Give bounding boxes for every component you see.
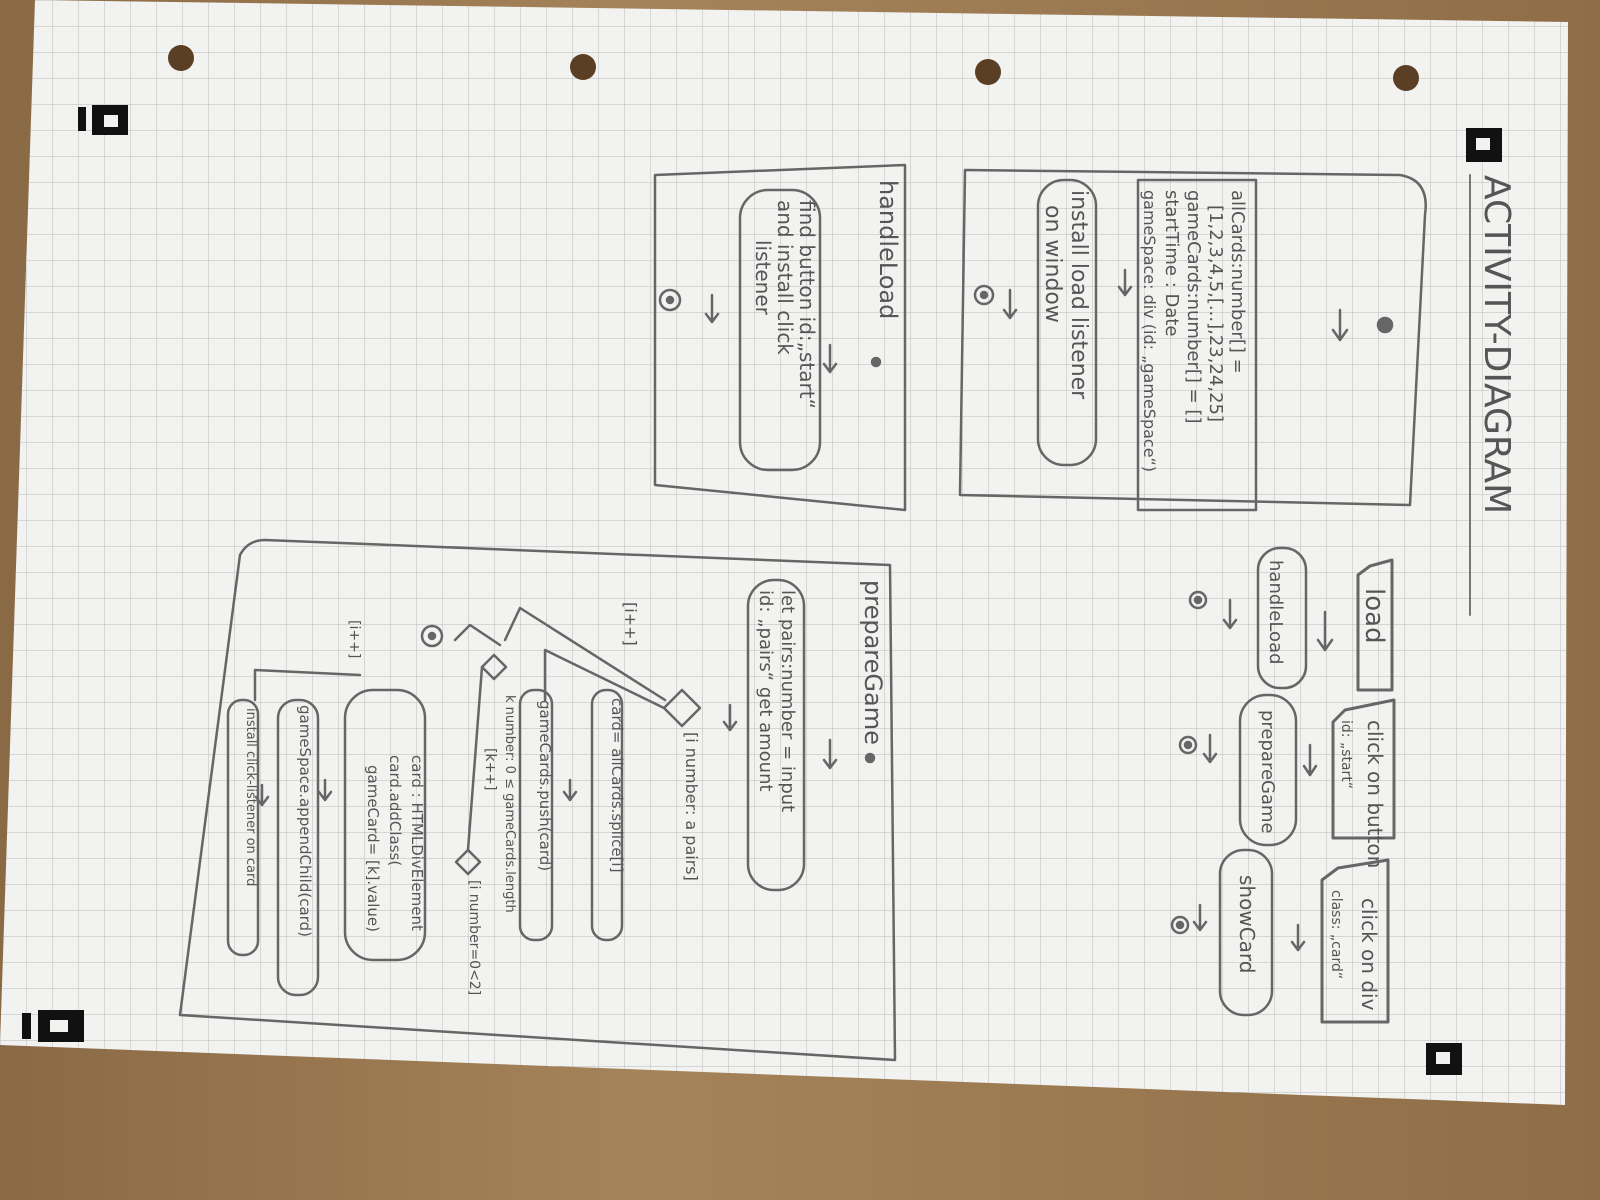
card-splice-label: card= allCards.splice[i]: [608, 698, 626, 872]
loop-k-cond: k number: 0 ≤ gameCards.length: [502, 695, 517, 913]
install-click-label: install click-listener on card: [243, 708, 258, 886]
end-node-icon: [420, 624, 444, 648]
guard-pairs: [i number: a pairs]: [682, 732, 701, 881]
create-card-line-2: card.addClass(: [386, 755, 404, 866]
event-click-button-signal: [1331, 698, 1396, 840]
event-click-button-label: click on button: [1363, 720, 1387, 868]
find-button-line-1: find button id:„start“: [795, 200, 819, 409]
end-node-icon: [1170, 915, 1190, 935]
action-let-pairs: [746, 578, 806, 892]
end-node-icon: [1188, 590, 1208, 610]
globals-line-4: startTime : Date: [1161, 190, 1182, 337]
create-card-line-1: card : HTMLDivElement: [408, 755, 426, 931]
globals-line-1: allCards:number[] =: [1227, 190, 1248, 374]
action-install-click: [226, 698, 260, 957]
action-showCard-label: showCard: [1235, 875, 1259, 973]
inc-i-2: [i++]: [346, 620, 362, 658]
action-prepareGame-label: prepareGame: [1257, 710, 1278, 834]
event-click-div-detail: class: „card“: [1328, 890, 1344, 979]
corner-marker-icon: [1466, 128, 1502, 162]
corner-marker-icon: [22, 1010, 84, 1042]
corner-marker-icon: [78, 105, 128, 135]
action-create-card: [343, 688, 427, 962]
push-label: gameCards.push(card): [536, 700, 554, 871]
globals-line-3: gameCards:number[] = []: [1183, 190, 1204, 423]
install-load-line-1: install load listener: [1066, 190, 1091, 400]
event-click-div-label: click on div: [1357, 898, 1381, 1011]
action-push: [518, 688, 554, 942]
event-load-label: load: [1359, 588, 1389, 644]
find-button-line-3: listener: [751, 240, 775, 316]
start-node-icon: [864, 752, 876, 764]
action-showCard: [1218, 848, 1274, 1017]
event-click-button-detail: id: „start“: [1338, 720, 1354, 789]
let-pairs-line-2: id: „pairs“ get amount: [755, 590, 776, 792]
guard-end: [i number=0<2]: [466, 880, 482, 995]
action-handleLoad-label: handleLoad: [1265, 560, 1286, 665]
handleLoad-title: handleLoad: [874, 180, 902, 319]
action-card-splice: [590, 688, 624, 942]
corner-marker-icon: [1426, 1043, 1462, 1075]
end-node-icon: [973, 284, 995, 306]
inc-i-1: [i++]: [621, 602, 640, 646]
start-node-icon: [1376, 316, 1394, 334]
action-install-load-listener: [1036, 178, 1098, 467]
let-pairs-line-1: let pairs:number = input: [777, 590, 798, 812]
handleLoad-frame: [653, 163, 907, 512]
action-handleLoad: [1256, 546, 1308, 690]
prepareGame-frame: [178, 538, 897, 1062]
end-node-icon: [658, 288, 682, 312]
append-label: gameSpace.appendChild(card): [296, 705, 314, 937]
create-card-line-3: gameCard= [k].value): [364, 765, 382, 932]
action-find-button: [738, 188, 822, 472]
globals-line-5: gameSpace: div (id: „gameSpace“): [1140, 190, 1159, 472]
inc-k: [k++]: [482, 748, 498, 791]
paper-sheet: [0, 0, 1568, 1105]
action-append: [276, 698, 320, 997]
decision-diamond-1: [662, 688, 702, 728]
action-prepareGame: [1238, 693, 1298, 847]
globals-frame: [958, 168, 1427, 507]
merge-diamond: [454, 848, 482, 876]
decision-diamond-2: [480, 653, 508, 681]
end-node-icon: [1178, 735, 1198, 755]
globals-note: [1136, 178, 1258, 512]
event-click-div-signal: [1320, 858, 1390, 1024]
event-load-signal: [1356, 558, 1394, 692]
diagram-content: ACTIVITY-DIAGRAM load handleLoad click o…: [178, 163, 1517, 1062]
globals-line-2: [1,2,3,4,5,[...],23,24,25]: [1205, 205, 1226, 422]
diagram-title: ACTIVITY-DIAGRAM: [1476, 175, 1517, 514]
punch-holes: [168, 45, 1419, 91]
prepareGame-title: prepareGame: [859, 580, 887, 745]
start-node-icon: [870, 356, 882, 368]
install-load-line-2: on window: [1040, 205, 1065, 323]
find-button-line-2: and install click: [773, 200, 797, 355]
